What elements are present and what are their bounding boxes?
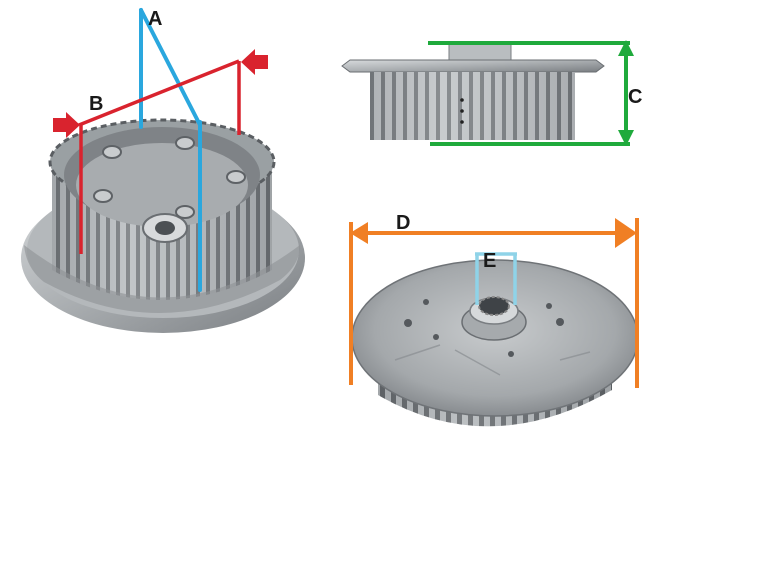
dimension-e (475, 252, 517, 305)
dimension-e-label: E (483, 250, 496, 272)
hub-perspective-photo (21, 118, 305, 333)
hub-face-view-photo (351, 259, 639, 427)
dimension-d-arrows (350, 218, 637, 248)
hub-side-view-photo (341, 43, 605, 140)
dimension-c-label: C (628, 86, 642, 108)
dimension-b-arrows (53, 49, 268, 138)
dimension-a (139, 8, 202, 292)
dimension-c (428, 41, 630, 146)
hub-bosses (93, 136, 246, 219)
dimension-a-label: A (148, 8, 162, 30)
dimension-d (349, 218, 639, 388)
dimension-b (78, 59, 241, 254)
dimension-b-label: B (89, 93, 103, 115)
dimension-d-label: D (396, 212, 410, 234)
dimension-c-arrows (618, 40, 634, 146)
